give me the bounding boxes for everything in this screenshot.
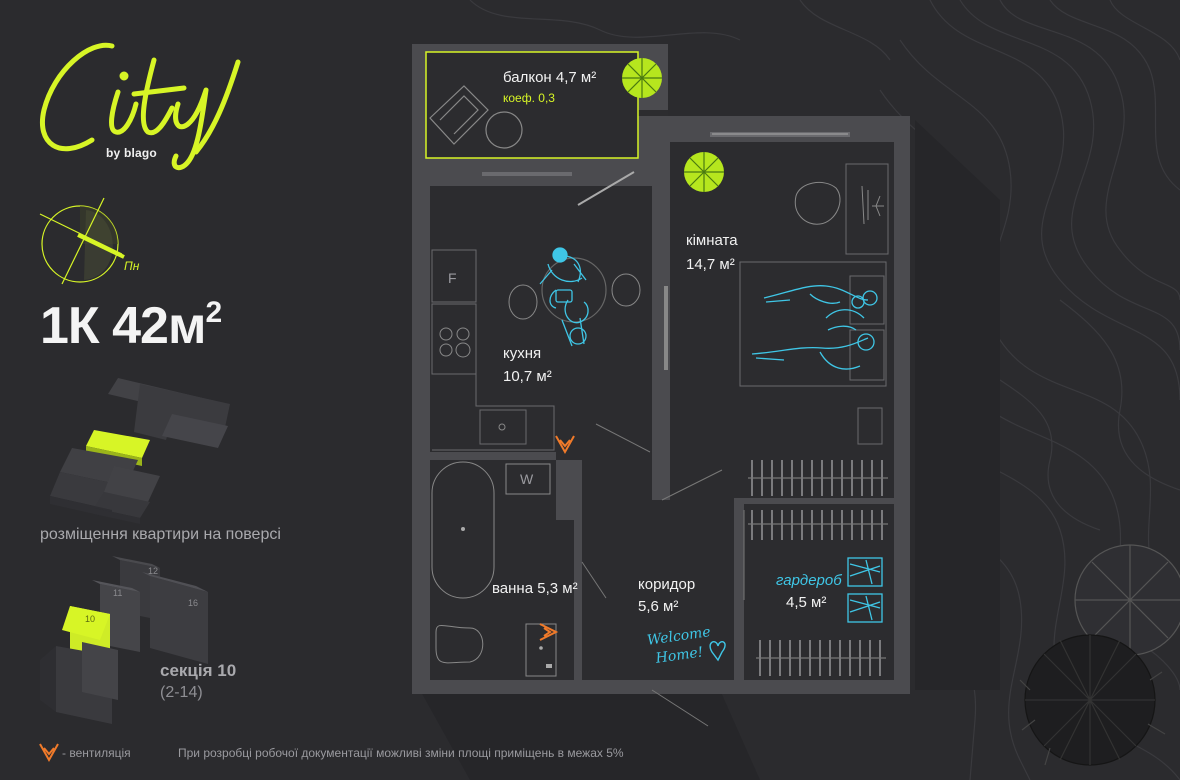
vent-legend-icon — [39, 743, 59, 763]
vent-legend: - вентиляція — [62, 746, 131, 760]
section-title: секція 10 — [160, 661, 237, 680]
disclaimer: При розробці робочої документації можлив… — [178, 746, 624, 760]
room-kitchen-name: кухня — [503, 345, 542, 362]
section-range: (2-14) — [160, 684, 203, 701]
room-balcony: балкон 4,7 м² — [503, 69, 597, 86]
apartment-area-sup: 2 — [205, 296, 222, 329]
room-bath: ванна 5,3 м² — [492, 580, 578, 597]
floor-caption: розміщення квартири на поверсі — [40, 526, 281, 543]
room-corridor-name: коридор — [638, 576, 696, 593]
vent-icon — [539, 623, 559, 641]
room-corridor-area: 5,6 м² — [638, 598, 679, 615]
plan-shadow-right — [915, 120, 1000, 690]
city-logo — [40, 42, 241, 171]
tree-drawings — [1019, 544, 1180, 766]
room-wardrobe-area: 4,5 м² — [786, 594, 827, 611]
building-label: 16 — [188, 598, 199, 608]
plan-shadow — [420, 690, 760, 780]
apartment-area: 42м — [112, 297, 206, 355]
floor-location-map — [50, 378, 230, 524]
room-bedroom-name: кімната — [686, 232, 738, 249]
fridge-label: F — [448, 270, 457, 286]
building-label: 12 — [148, 566, 159, 576]
plant-icon — [622, 58, 662, 98]
building-label: 11 — [113, 588, 123, 598]
building-label-current: 10 — [85, 614, 96, 624]
washer-label: W — [520, 471, 534, 487]
vent-icon — [555, 435, 575, 455]
compass-label: Пн — [124, 259, 140, 273]
heart-icon — [709, 641, 726, 662]
apartment-type: 1К — [40, 297, 100, 355]
floor-plan — [412, 44, 910, 727]
brand-sub: by blago — [106, 146, 157, 160]
room-kitchen-area: 10,7 м² — [503, 368, 552, 385]
plant-icon — [684, 152, 724, 192]
room-bedroom-area: 14,7 м² — [686, 256, 735, 273]
balcony-coef: коеф. 0,3 — [503, 91, 555, 105]
apartment-title: 1К 42м2 — [40, 297, 222, 355]
hangers — [748, 460, 888, 676]
section-map — [40, 556, 208, 724]
compass-icon — [39, 197, 125, 285]
room-wardrobe-name: гардероб — [776, 572, 842, 589]
